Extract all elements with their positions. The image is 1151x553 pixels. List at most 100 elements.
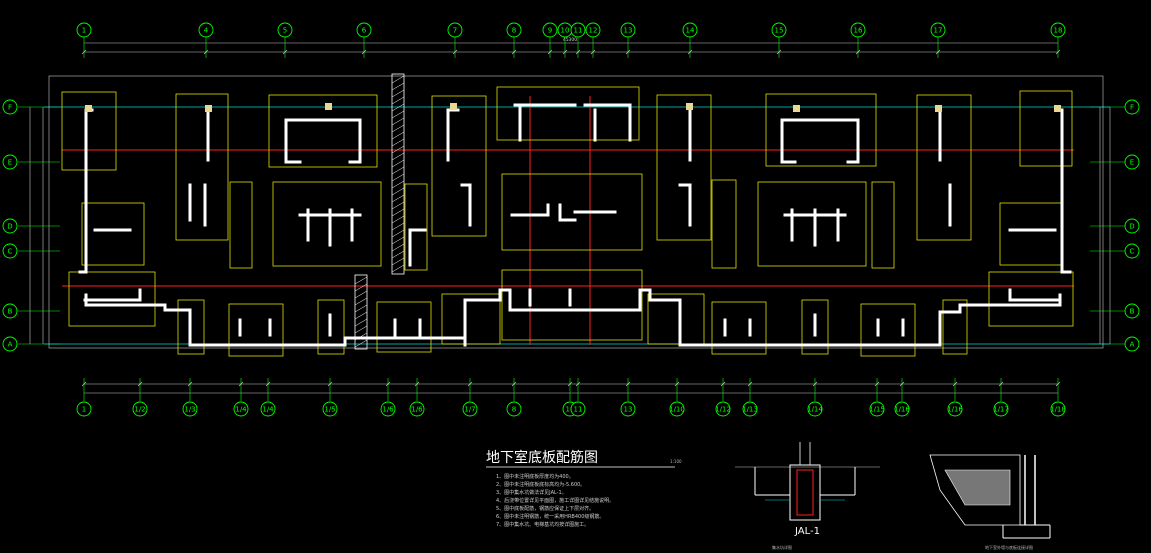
svg-text:C: C bbox=[1130, 248, 1135, 256]
top-axis-bubble: 6 bbox=[356, 22, 372, 38]
svg-text:10: 10 bbox=[566, 406, 575, 414]
slab-outline bbox=[48, 75, 1104, 349]
top-axis-bubble: 10 bbox=[557, 22, 573, 38]
svg-text:9: 9 bbox=[548, 27, 552, 35]
bottom-axis-bubble: 1/7 bbox=[462, 401, 478, 417]
bottom-axis-bubble: 1 bbox=[76, 401, 92, 417]
note-2: 2、图中未注明底板底标高均为-5.600。 bbox=[496, 481, 585, 488]
svg-text:1/6: 1/6 bbox=[382, 406, 394, 414]
svg-text:8: 8 bbox=[512, 27, 516, 35]
drawing-scale: 1:100 bbox=[670, 459, 682, 464]
top-axis-bubble: 9 bbox=[542, 22, 558, 38]
bottom-axis-bubble: 1/13 bbox=[742, 401, 758, 417]
svg-text:13: 13 bbox=[624, 27, 633, 35]
detail-wall-slab bbox=[929, 454, 1051, 539]
svg-text:1/6: 1/6 bbox=[411, 406, 423, 414]
bottom-axis-bubble: 1/4 bbox=[260, 401, 276, 417]
svg-text:E: E bbox=[8, 159, 12, 167]
bottom-axis-bubble: 8 bbox=[506, 401, 522, 417]
note-4: 4、后浇带位置详见平面图，施工详图详见结施说明。 bbox=[496, 497, 614, 504]
svg-text:6: 6 bbox=[362, 27, 367, 35]
right-row-bubble: F bbox=[1124, 99, 1140, 115]
svg-text:1/10: 1/10 bbox=[669, 406, 685, 414]
left-row-bubble: F bbox=[2, 99, 18, 115]
top-axis-bubble: 14 bbox=[682, 22, 698, 38]
svg-text:1/18: 1/18 bbox=[1050, 406, 1066, 414]
bottom-axis-bubble: 1/10 bbox=[669, 401, 685, 417]
left-row-bubble: E bbox=[2, 154, 18, 170]
svg-text:E: E bbox=[1130, 159, 1134, 167]
top-dimension-chain bbox=[84, 42, 1058, 53]
bottom-axis-bubble: 1/6 bbox=[380, 401, 396, 417]
svg-text:C: C bbox=[8, 248, 13, 256]
top-axis-bubble: 13 bbox=[620, 22, 636, 38]
svg-text:A: A bbox=[1130, 341, 1135, 349]
svg-text:1/16: 1/16 bbox=[894, 406, 910, 414]
right-row-bubble: B bbox=[1124, 303, 1140, 319]
svg-text:F: F bbox=[8, 104, 12, 112]
bottom-axis-bubble: 1/16 bbox=[947, 401, 963, 417]
svg-text:A: A bbox=[8, 341, 13, 349]
bottom-axis-bubble: 11 bbox=[570, 401, 586, 417]
right-dimension-chain bbox=[1099, 107, 1111, 344]
bottom-dimension-chain bbox=[84, 383, 1058, 394]
svg-text:14: 14 bbox=[686, 27, 695, 35]
red-reinforcement-lines bbox=[62, 96, 1074, 345]
note-3: 3、图中集水坑做法详见JAL-1。 bbox=[496, 489, 567, 496]
svg-text:1/15: 1/15 bbox=[869, 406, 885, 414]
detail1-caption: 集水坑详图 bbox=[772, 544, 792, 550]
top-axis-bubble: 5 bbox=[277, 22, 293, 38]
svg-text:1: 1 bbox=[82, 406, 86, 414]
svg-text:1/5: 1/5 bbox=[324, 406, 335, 414]
svg-text:D: D bbox=[1129, 223, 1134, 231]
note-6: 6、图中未注明钢筋，统一采用HRB400级钢筋。 bbox=[496, 513, 604, 520]
svg-text:1/14: 1/14 bbox=[807, 406, 823, 414]
bottom-axis-bubble: 13 bbox=[620, 401, 636, 417]
right-row-bubble: A bbox=[1124, 336, 1140, 352]
svg-text:11: 11 bbox=[574, 406, 583, 414]
top-axis-bubble: 4 bbox=[198, 22, 214, 38]
svg-text:13: 13 bbox=[624, 406, 633, 414]
svg-text:F: F bbox=[1130, 104, 1134, 112]
svg-text:1/3: 1/3 bbox=[184, 406, 195, 414]
notes-block: 1、图中未注明底板厚度均为400。 2、图中未注明底板底标高均为-5.600。 … bbox=[496, 473, 614, 528]
svg-text:18: 18 bbox=[1054, 27, 1063, 35]
svg-text:1/17: 1/17 bbox=[993, 406, 1009, 414]
bottom-axis-bubble: 1/2 bbox=[132, 401, 148, 417]
note-1: 1、图中未注明底板厚度均为400。 bbox=[496, 473, 574, 480]
bottom-axis-bubble: 1/6 bbox=[409, 401, 425, 417]
bottom-axis-bubble: 1/16 bbox=[894, 401, 910, 417]
left-row-bubble: C bbox=[2, 243, 18, 259]
svg-text:5: 5 bbox=[283, 27, 287, 35]
left-row-bubble: B bbox=[2, 303, 18, 319]
svg-text:17: 17 bbox=[934, 27, 943, 35]
top-axis-bubble: 18 bbox=[1050, 22, 1066, 38]
bottom-axis-bubble: 1/12 bbox=[715, 401, 731, 417]
top-axis-bubble: 7 bbox=[447, 22, 463, 38]
top-axis-bubble: 12 bbox=[585, 22, 601, 38]
svg-text:1/12: 1/12 bbox=[715, 406, 731, 414]
axis-grid-lines bbox=[18, 37, 1125, 401]
svg-text:10: 10 bbox=[561, 27, 570, 35]
bottom-axis-bubble: 1/18 bbox=[1050, 401, 1066, 417]
bottom-axis-bubble: 1/15 bbox=[869, 401, 885, 417]
svg-text:1/4: 1/4 bbox=[262, 406, 274, 414]
svg-text:11: 11 bbox=[574, 27, 583, 35]
left-row-bubble: A bbox=[2, 336, 18, 352]
svg-text:16: 16 bbox=[854, 27, 863, 35]
top-axis-bubble: 1 bbox=[76, 22, 92, 38]
svg-text:B: B bbox=[8, 308, 13, 316]
drawing-title: 地下室底板配筋图 bbox=[486, 449, 598, 466]
bottom-axis-bubble: 1/3 bbox=[182, 401, 198, 417]
svg-text:1/4: 1/4 bbox=[235, 406, 247, 414]
bottom-axis-bubble: 1/14 bbox=[807, 401, 823, 417]
svg-text:12: 12 bbox=[589, 27, 598, 35]
svg-text:1/7: 1/7 bbox=[464, 406, 475, 414]
svg-text:1/16: 1/16 bbox=[947, 406, 963, 414]
svg-text:4: 4 bbox=[204, 27, 209, 35]
detail-jal1 bbox=[735, 442, 880, 521]
note-7: 7、图中集水坑、电梯基坑均按详图施工。 bbox=[496, 521, 589, 528]
left-row-bubble: D bbox=[2, 218, 18, 234]
right-row-bubble: E bbox=[1124, 154, 1140, 170]
